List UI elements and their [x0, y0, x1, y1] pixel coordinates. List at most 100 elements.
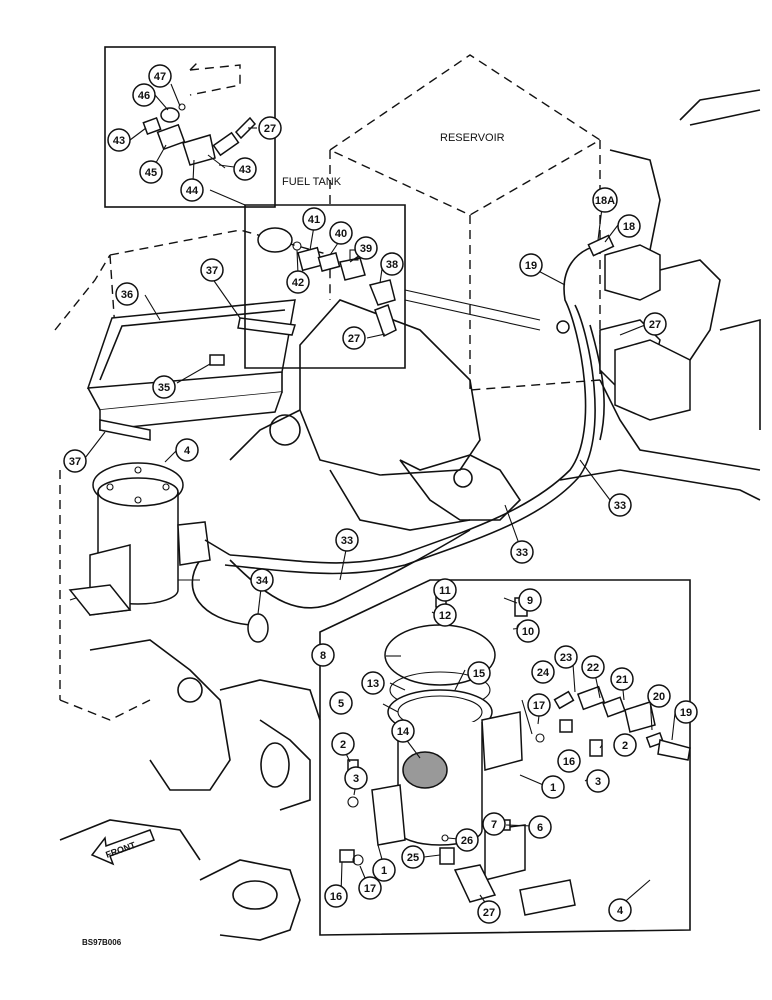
callout-circle: [331, 732, 355, 756]
callout-number: 2: [622, 740, 628, 752]
callout-circle: [557, 749, 581, 773]
callout-circle: [324, 884, 348, 908]
callout-circle: [610, 667, 634, 691]
callout-circle: [647, 684, 671, 708]
callout-number: 6: [537, 822, 543, 834]
callout-number: 19: [525, 260, 537, 272]
callout-circle: [335, 528, 359, 552]
callout-19: 19: [674, 700, 698, 724]
callout-27: 27: [643, 312, 667, 336]
callout-45: 45: [139, 160, 163, 184]
callout-circle: [139, 160, 163, 184]
callout-number: 4: [617, 905, 624, 917]
callout-33: 33: [510, 540, 534, 564]
callout-26: 26: [455, 828, 479, 852]
callout-number: 3: [595, 776, 601, 788]
callout-17: 17: [358, 876, 382, 900]
callout-number: 1: [550, 782, 556, 794]
callout-circle: [527, 693, 551, 717]
callout-8: 8: [311, 643, 335, 667]
callout-number: 9: [527, 595, 533, 607]
callout-circle: [617, 214, 641, 238]
callout-number: 18: [623, 221, 635, 233]
callout-circle: [391, 719, 415, 743]
pump-assembly: [556, 234, 691, 421]
callout-36: 36: [115, 282, 139, 306]
callout-number: 15: [473, 668, 485, 680]
callout-number: 47: [154, 71, 166, 83]
callout-circle: [63, 449, 87, 473]
callout-17: 17: [527, 693, 551, 717]
callout-33: 33: [608, 493, 632, 517]
callout-3: 3: [586, 769, 610, 793]
callout-circle: [531, 660, 555, 684]
callout-number: 33: [341, 535, 353, 547]
callout-number: 13: [367, 678, 379, 690]
callout-circle: [477, 900, 501, 924]
callout-circle: [581, 655, 605, 679]
callout-42: 42: [286, 270, 310, 294]
callout-circle: [482, 812, 506, 836]
callout-16: 16: [324, 884, 348, 908]
callout-circle: [516, 619, 540, 643]
callout-circle: [115, 282, 139, 306]
callout-number: 42: [292, 277, 304, 289]
hydraulic-filter-assembly: [68, 462, 231, 616]
callout-number: 38: [386, 259, 398, 271]
callout-number: 45: [145, 167, 157, 179]
callout-4: 4: [608, 898, 632, 922]
callout-number: 4: [184, 445, 191, 457]
callout-35: 35: [152, 375, 176, 399]
callout-23: 23: [554, 645, 578, 669]
callout-27: 27: [342, 326, 366, 350]
callout-circle: [554, 645, 578, 669]
callout-circle: [433, 603, 457, 627]
callout-number: 37: [206, 265, 218, 277]
callout-circle: [132, 83, 156, 107]
callout-number: 25: [407, 852, 419, 864]
callout-number: 27: [649, 319, 661, 331]
callout-circle: [342, 326, 366, 350]
callout-number: 27: [483, 907, 495, 919]
callout-number: 11: [439, 585, 451, 597]
machine-frame: [54, 89, 761, 941]
callout-circle: [358, 876, 382, 900]
callout-number: 26: [461, 835, 473, 847]
callout-number: 17: [533, 700, 545, 712]
callout-number: 44: [186, 185, 199, 197]
callout-number: 17: [364, 883, 376, 895]
callout-number: 37: [69, 456, 81, 468]
callout-circle: [107, 128, 131, 152]
callout-5: 5: [329, 691, 353, 715]
callout-1: 1: [372, 858, 396, 882]
callout-number: 35: [158, 382, 170, 394]
callout-circle: [608, 493, 632, 517]
front-direction-arrow: FRONT: [90, 829, 155, 866]
callout-circle: [455, 828, 479, 852]
callout-14: 14: [391, 719, 415, 743]
callout-10: 10: [516, 619, 540, 643]
callout-20: 20: [647, 684, 671, 708]
callout-circle: [401, 845, 425, 869]
callout-number: 8: [320, 650, 326, 662]
callout-37: 37: [63, 449, 87, 473]
callout-number: 36: [121, 289, 133, 301]
callout-circle: [433, 578, 457, 602]
callout-bubbles: 4746434544432741403942382718A18192736373…: [63, 64, 698, 924]
callout-number: 34: [256, 575, 269, 587]
callout-number: 27: [264, 123, 276, 135]
callout-18: 18: [617, 214, 641, 238]
callout-number: 3: [353, 773, 359, 785]
callout-number: 16: [330, 891, 342, 903]
callout-12: 12: [433, 603, 457, 627]
callout-circle: [233, 157, 257, 181]
callout-39: 39: [354, 236, 378, 260]
callout-circle: [329, 221, 353, 245]
callout-number: 1: [381, 865, 387, 877]
callout-circle: [510, 540, 534, 564]
callout-circle: [528, 815, 552, 839]
callout-9: 9: [518, 588, 542, 612]
inset-detail-filter-exploded: [319, 579, 691, 936]
callout-21: 21: [610, 667, 634, 691]
